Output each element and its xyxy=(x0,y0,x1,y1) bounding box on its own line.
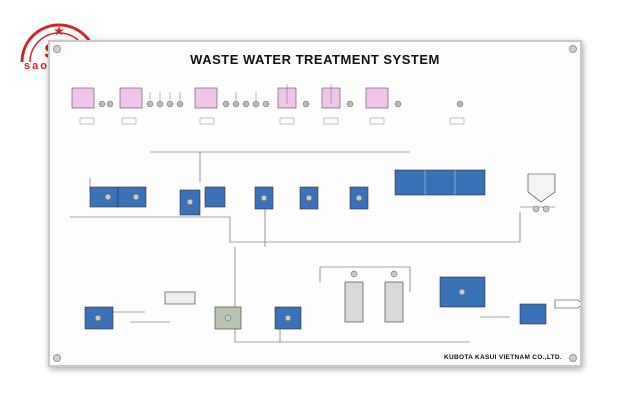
coagulation-tank xyxy=(394,169,486,196)
filter-press xyxy=(164,291,196,305)
chemical-tanks-row xyxy=(71,84,465,125)
chemical-tank xyxy=(119,87,143,109)
process-tank xyxy=(117,186,147,208)
wastewater-diagram-board: WASTE WATER TREATMENT SYSTEM xyxy=(48,40,582,367)
monitoring-tank xyxy=(519,303,547,325)
chemical-tank xyxy=(365,87,389,109)
chemical-tank xyxy=(71,87,95,109)
sand-filter xyxy=(344,281,364,323)
carbon-filter xyxy=(384,281,404,323)
screw-icon xyxy=(569,354,577,362)
process-tanks-row xyxy=(89,169,556,216)
process-flow-diagram xyxy=(70,84,580,343)
instrument-gauges xyxy=(94,193,550,322)
process-tank xyxy=(204,186,226,208)
screw-icon xyxy=(53,45,61,53)
bottom-equipment-row xyxy=(84,276,580,330)
chemical-tank xyxy=(194,87,218,109)
discharge-arrow xyxy=(554,299,580,309)
sedimentation-tank xyxy=(527,173,556,203)
pipe-network xyxy=(70,151,570,343)
screw-icon xyxy=(53,354,61,362)
board-title: WASTE WATER TREATMENT SYSTEM xyxy=(190,52,440,67)
screw-icon xyxy=(569,45,577,53)
process-tank xyxy=(89,186,119,208)
board-footer: KUBOTA KASUI VIETNAM CO.,LTD. xyxy=(444,354,562,361)
